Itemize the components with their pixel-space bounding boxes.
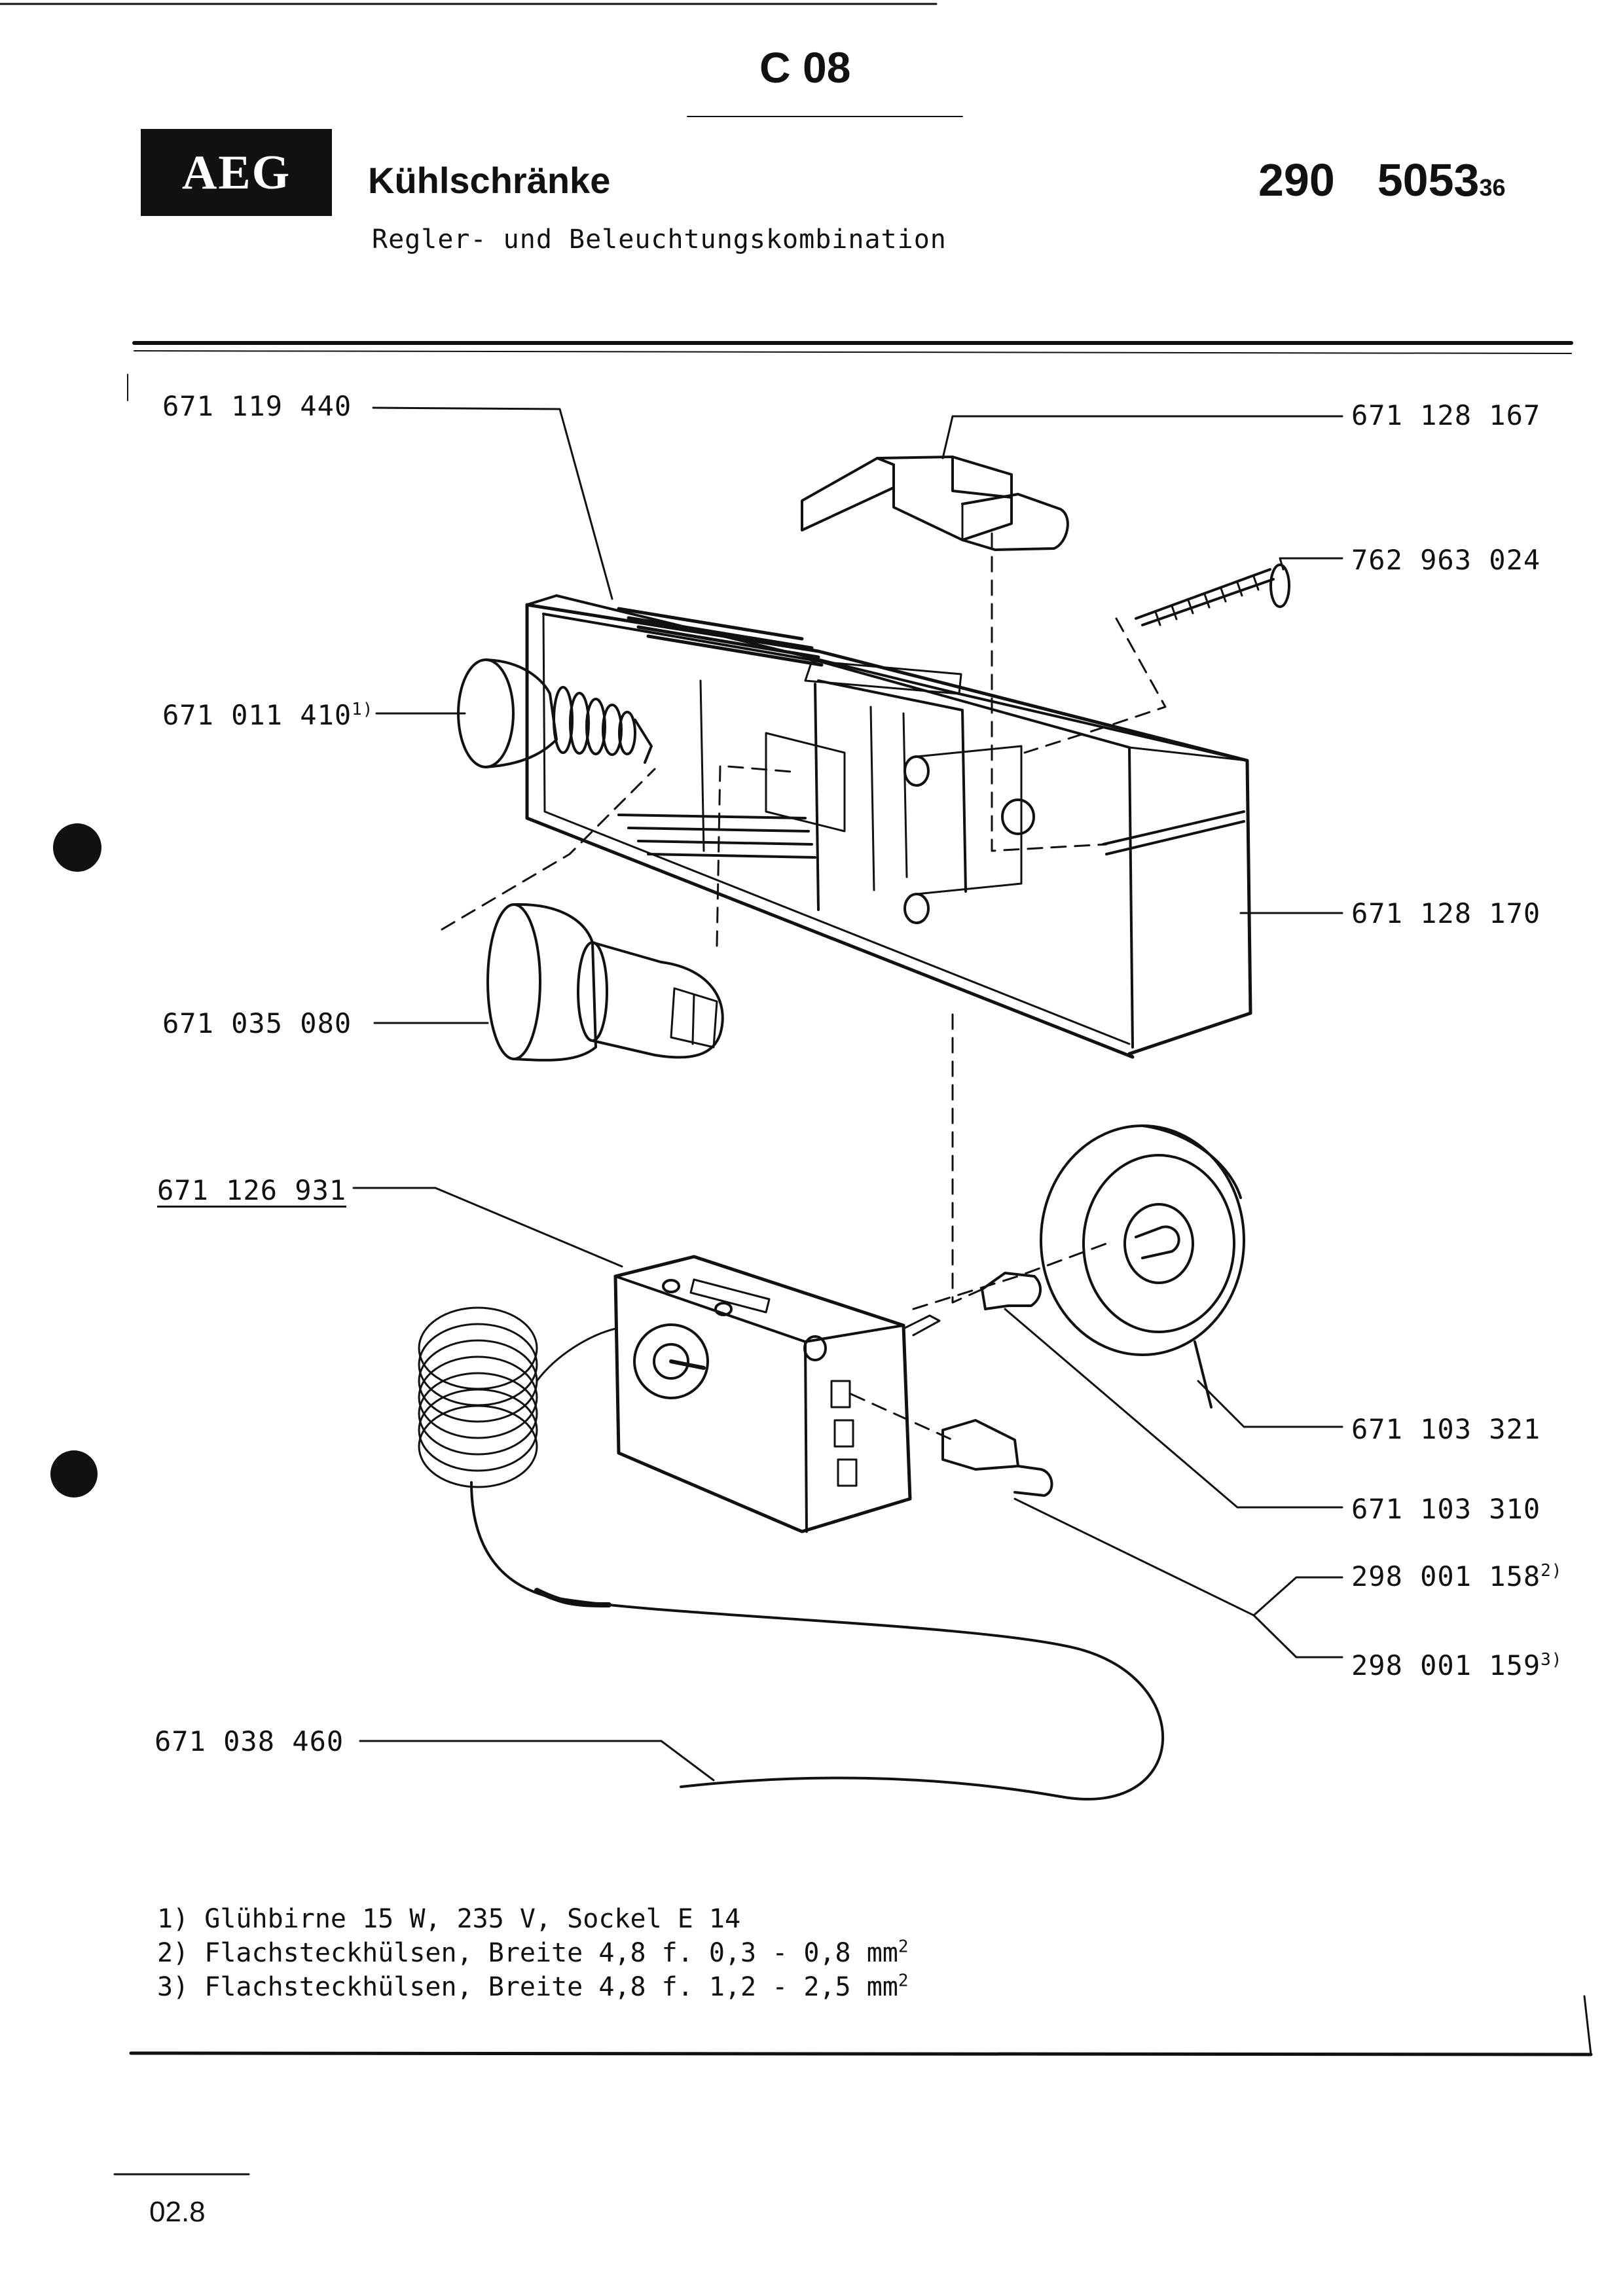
screw <box>1135 564 1290 626</box>
assembly-paths <box>441 532 1167 1441</box>
part-label-762963024: 762 963 024 <box>1351 544 1541 576</box>
part-label-671103321: 671 103 321 <box>1351 1413 1541 1445</box>
part-label-671128167: 671 128 167 <box>1351 399 1541 431</box>
footnote-ref-3: 3) <box>1541 1650 1563 1670</box>
leader-lines <box>352 406 1343 1782</box>
part-label-671103310: 671 103 310 <box>1351 1493 1541 1525</box>
footnote-2: 2) Flachsteckhülsen, Breite 4,8 f. 0,3 -… <box>157 1937 909 1968</box>
doc-number-sub: 5053 <box>1377 154 1480 206</box>
page-subtitle: Regler- und Beleuchtungskombination <box>372 224 947 255</box>
footnote-ref-1: 1) <box>352 700 374 719</box>
aeg-logo: AEG <box>141 129 332 216</box>
capillary-tube <box>470 1481 1165 1801</box>
page-rules <box>0 3 1593 2176</box>
lamp-socket <box>486 903 724 1062</box>
part-label-671128170: 671 128 170 <box>1351 897 1541 929</box>
flat-connector <box>941 1419 1053 1497</box>
brand-text: AEG <box>181 146 291 200</box>
part-label-671011410: 671 011 4101) <box>162 699 374 731</box>
lamp-bulb <box>457 658 653 768</box>
doc-number-suffix: 36 <box>1479 174 1506 201</box>
page-title: Kühlschränke <box>368 160 611 201</box>
part-label-671119440: 671 119 440 <box>162 390 352 422</box>
punch-hole-bottom <box>50 1450 98 1498</box>
section-code: C 08 <box>759 43 851 92</box>
part-label-671126931: 671 126 931 <box>157 1174 347 1208</box>
doc-number-main: 290 <box>1258 154 1335 206</box>
date-code: 02.8 <box>149 2196 206 2228</box>
control-knob <box>1040 1124 1245 1408</box>
spring-clip <box>981 1272 1042 1310</box>
document-number: 290 505336 <box>1258 157 1505 203</box>
footnote-ref-2: 2) <box>1541 1561 1563 1581</box>
punch-hole-top <box>53 823 101 872</box>
thermostat <box>613 1255 941 1534</box>
part-label-298001158: 298 001 1582) <box>1351 1560 1563 1592</box>
part-label-671035080: 671 035 080 <box>162 1007 352 1039</box>
part-label-298001159: 298 001 1593) <box>1351 1649 1563 1681</box>
footnote-3: 3) Flachsteckhülsen, Breite 4,8 f. 1,2 -… <box>157 1971 909 2002</box>
footnote-1: 1) Glühbirne 15 W, 235 V, Sockel E 14 <box>157 1904 741 1934</box>
capillary-coil <box>418 1306 617 1488</box>
lamp-switch <box>801 456 1069 551</box>
part-label-671038460: 671 038 460 <box>155 1725 344 1757</box>
